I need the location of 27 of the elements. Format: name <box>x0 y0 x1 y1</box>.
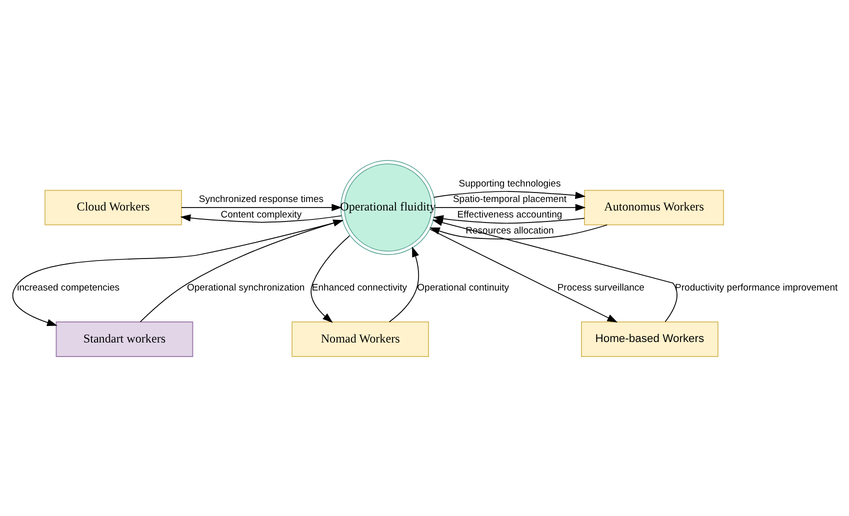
arrow <box>434 203 586 211</box>
edge-label: Operational continuity <box>417 282 510 294</box>
edge-label: Supporting technologies <box>458 178 561 190</box>
edge-label: Content complexity <box>220 209 302 220</box>
node-box: Standart workers <box>56 321 194 356</box>
arrow <box>388 246 420 322</box>
arrow <box>181 203 342 211</box>
edge-label: Productivity performance improvement <box>675 282 838 294</box>
arrow <box>432 218 678 322</box>
edge-label: Effectiveness accounting <box>457 209 562 220</box>
arrow <box>430 228 618 322</box>
arrow <box>140 219 344 322</box>
arrow <box>180 214 342 222</box>
arrow <box>310 234 350 322</box>
edge-label: Enhanced connectivity <box>312 282 407 294</box>
edge-label: Spatio-temporal placement <box>452 194 567 205</box>
edge-label: Synchronized response times <box>198 194 324 205</box>
arrow <box>12 220 343 326</box>
node-circle: Operational fluidity <box>340 160 436 255</box>
node-box: Cloud Workers <box>44 189 182 225</box>
node-box: Autonomus Workers <box>584 189 724 225</box>
edge-label: Process surveillance <box>557 282 644 294</box>
edge-label: increased competencies <box>17 282 120 294</box>
arrow <box>434 190 586 198</box>
node-box: Home-based Workers <box>581 321 718 356</box>
edge-label: Operational synchronization <box>186 282 305 294</box>
node-box: Nomad Workers <box>292 321 429 356</box>
